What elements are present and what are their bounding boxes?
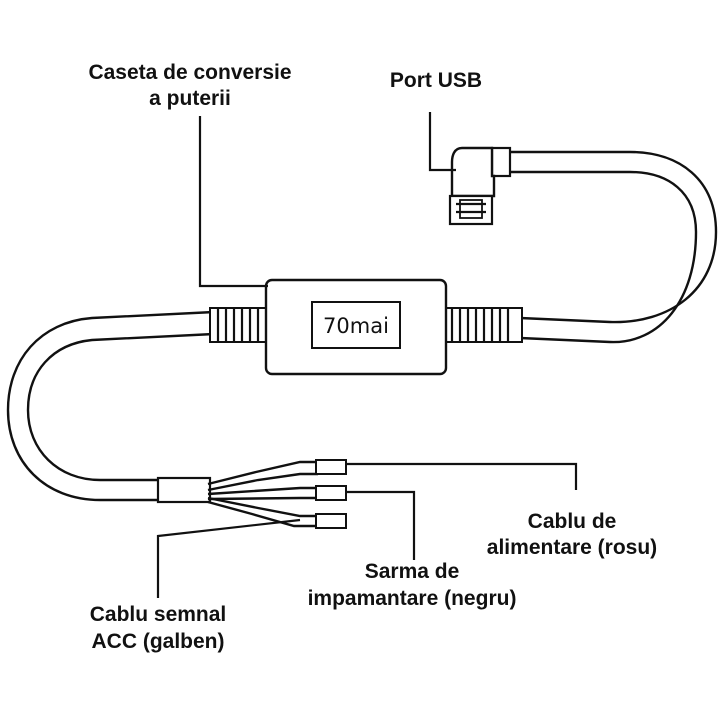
brand-logo-frame — [311, 301, 401, 349]
label-converter-box-line2: a puterii — [149, 87, 231, 110]
label-acc-cable-line1: Cablu semnal — [90, 603, 227, 626]
leader-power-cable — [346, 462, 578, 490]
leader-ground-wire — [346, 490, 416, 560]
wire-end-power — [315, 459, 347, 475]
labels: Caseta de conversie a puterii Port USB C… — [88, 61, 657, 653]
leader-lines — [156, 112, 578, 598]
cable-sleeve — [156, 476, 212, 504]
wire-end-acc — [315, 513, 347, 529]
right-cable-loop — [508, 150, 718, 344]
label-acc-cable-line2: ACC (galben) — [92, 630, 225, 653]
label-ground-wire-line2: impamantare (negru) — [308, 587, 517, 610]
wire-end-ground — [315, 485, 347, 501]
left-cable-loop — [6, 310, 215, 504]
label-power-cable-line1: Cablu de — [528, 510, 617, 533]
leader-usb-port — [428, 112, 456, 172]
wire-bundle — [207, 459, 347, 529]
brand-logo: 70mai — [323, 314, 389, 338]
label-power-cable-line2: alimentare (rosu) — [487, 536, 657, 559]
strain-relief-right — [443, 307, 523, 343]
leader-converter-box — [198, 116, 268, 288]
label-converter-box-line1: Caseta de conversie — [88, 61, 291, 84]
converter-box: 70mai — [264, 278, 448, 376]
strain-relief-left — [209, 307, 269, 343]
leader-acc-cable — [156, 518, 301, 598]
usb-connector — [448, 146, 512, 226]
label-usb-port: Port USB — [390, 69, 482, 92]
label-ground-wire-line1: Sarma de — [365, 560, 460, 583]
